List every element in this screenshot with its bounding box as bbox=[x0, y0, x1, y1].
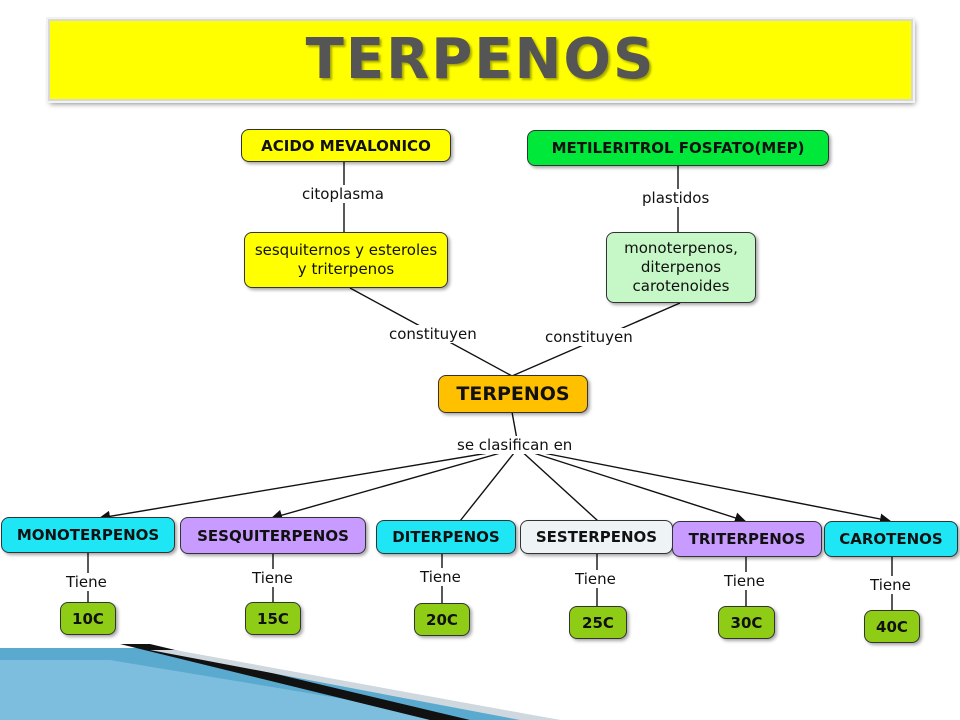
node-sesquiterpenos: SESQUITERPENOS bbox=[180, 517, 366, 554]
node-30c: 30C bbox=[718, 606, 775, 639]
link-label-plastidos: plastidos bbox=[640, 189, 712, 207]
link-label-tiene-1: Tiene bbox=[64, 573, 109, 591]
link-label-constituyen-left: constituyen bbox=[387, 325, 479, 343]
link-label-tiene-6: Tiene bbox=[868, 576, 913, 594]
link-label-citoplasma: citoplasma bbox=[300, 185, 386, 203]
node-40c: 40C bbox=[864, 610, 920, 643]
decorative-stripes bbox=[0, 644, 560, 720]
node-monoterpenos: MONOTERPENOS bbox=[1, 517, 175, 553]
node-terpenos: TERPENOS bbox=[438, 375, 588, 413]
link-label-tiene-2: Tiene bbox=[250, 569, 295, 587]
node-metileritrol-fosfato: METILERITROL FOSFATO(MEP) bbox=[527, 130, 829, 166]
node-carotenos: CAROTENOS bbox=[824, 521, 958, 557]
node-diterpenos: DITERPENOS bbox=[376, 520, 516, 554]
node-20c: 20C bbox=[414, 603, 470, 636]
link-label-tiene-4: Tiene bbox=[573, 570, 618, 588]
node-triterpenos: TRITERPENOS bbox=[672, 521, 822, 557]
node-10c: 10C bbox=[60, 602, 116, 635]
link-label-se-clasifican: se clasifican en bbox=[455, 436, 575, 454]
link-label-constituyen-right: constituyen bbox=[543, 328, 635, 346]
link-label-tiene-5: Tiene bbox=[722, 572, 767, 590]
title-banner: TERPENOS bbox=[48, 19, 913, 101]
node-monoterpenos-diterpenos: monoterpenos, diterpenos carotenoides bbox=[606, 232, 756, 303]
link-label-tiene-3: Tiene bbox=[418, 568, 463, 586]
node-15c: 15C bbox=[245, 602, 301, 635]
node-sesterpenos: SESTERPENOS bbox=[520, 520, 673, 554]
node-sesquiternos-esteroles: sesquiternos y esteroles y triterpenos bbox=[244, 232, 448, 288]
node-acido-mevalonico: ACIDO MEVALONICO bbox=[241, 129, 451, 162]
page-title: TERPENOS bbox=[305, 27, 656, 92]
node-25c: 25C bbox=[569, 606, 627, 639]
